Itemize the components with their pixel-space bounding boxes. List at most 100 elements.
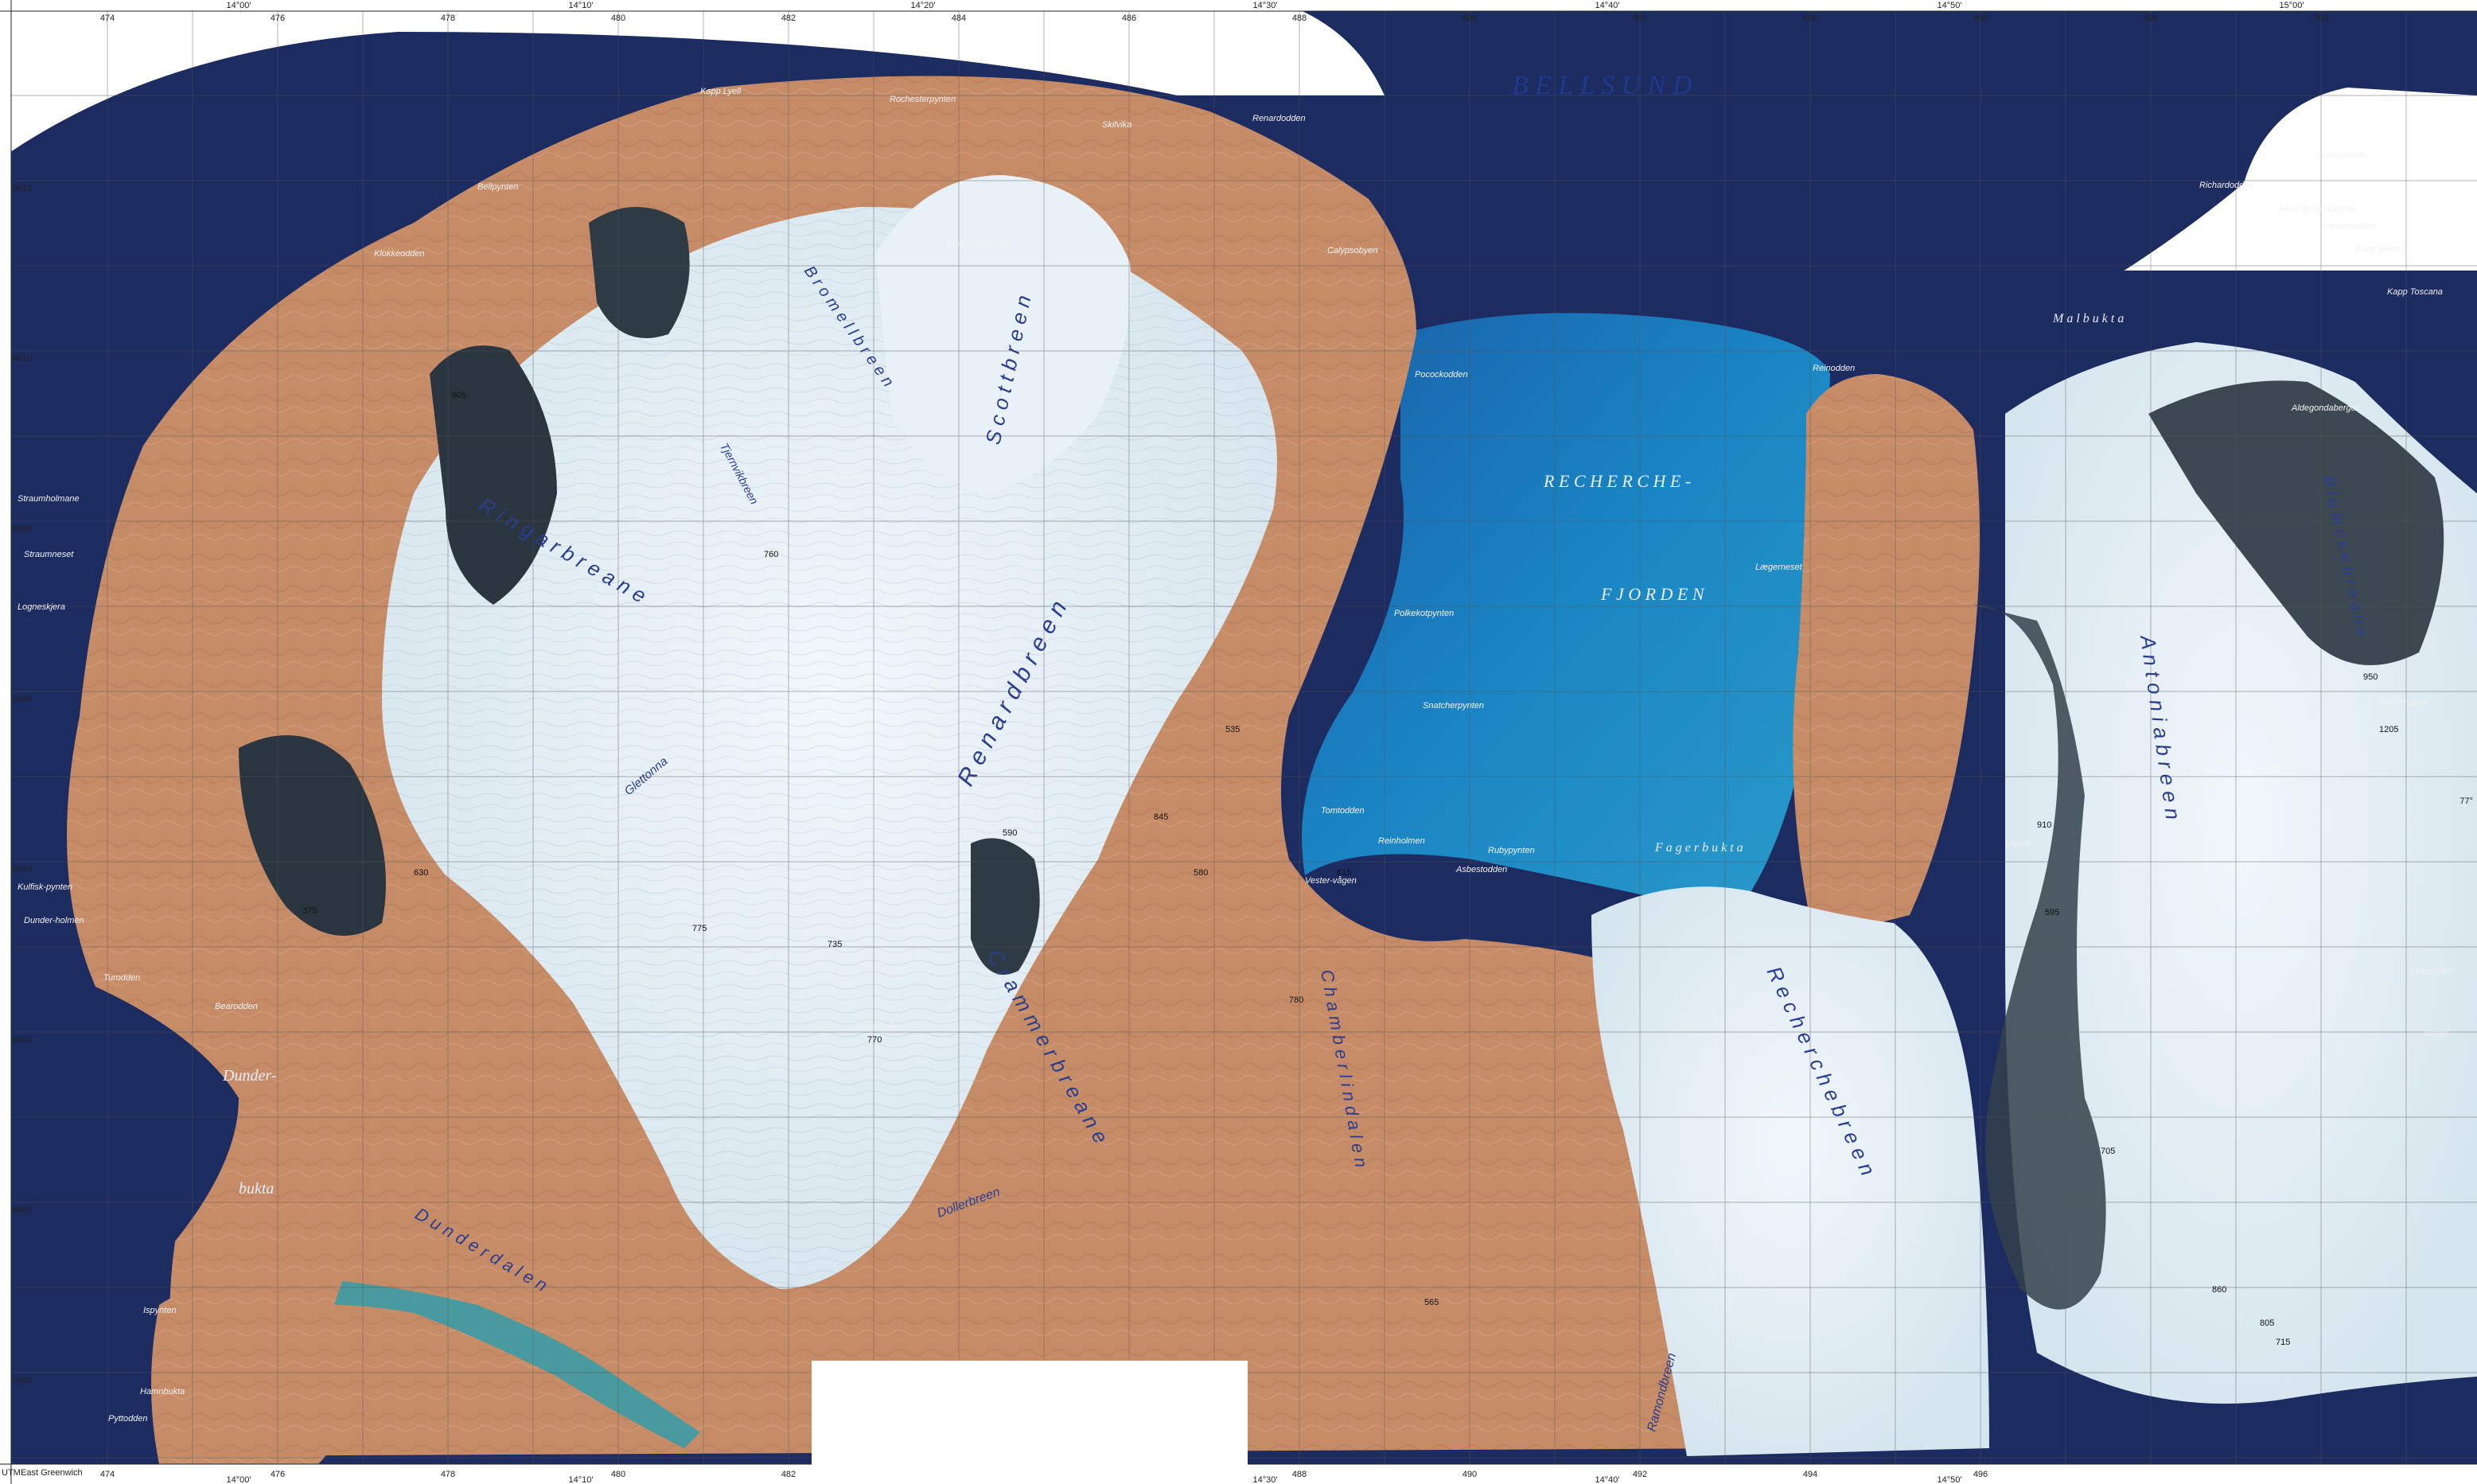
left-frame (0, 0, 11, 1484)
place-label-hamnbukta: Hamnbukta (140, 1387, 185, 1396)
place-label-reinholmen: Reinholmen (1378, 836, 1425, 846)
grid-northing-left: 8612 (13, 184, 32, 193)
grid-easting-bottom: 496 (1973, 1470, 1988, 1479)
utm-grid (11, 11, 2477, 1464)
spot-height-label: 775 (692, 924, 707, 933)
grid-longitude-top: 14°40' (1595, 1, 1620, 10)
grid-easting-bottom: 478 (441, 1470, 455, 1479)
spot-height-label: 535 (1225, 725, 1240, 734)
place-label-wijkanderberget: Wijkanderberget (947, 241, 1011, 251)
label-fjorden: F J O R D E N (1600, 584, 1705, 604)
west-rock-1 (430, 345, 557, 605)
place-label-fleur-de-lys: Fleur de Lyskamma (2279, 204, 2355, 214)
grid-northing-left: 8604 (13, 865, 32, 874)
place-label-calypsobyen: Calypsobyen (1327, 246, 1378, 255)
spot-height-label: 780 (1289, 995, 1303, 1005)
grid-longitude-top: 14°30' (1253, 1, 1278, 10)
place-label-bergel: Bergel (2424, 1029, 2449, 1038)
place-label-midterhuken: Midterhuken (2379, 698, 2428, 707)
place-label-logneskjera: Logneskjera (18, 602, 65, 612)
grid-easting-top: 484 (952, 14, 966, 23)
place-label-bellpynten: Bellpynten (477, 182, 518, 192)
grid-northing-left: 8600 (13, 1206, 32, 1215)
grid-longitude-top: 14°00' (227, 1, 251, 10)
grid-easting-top: 490 (1462, 14, 1477, 23)
spot-height-label: 950 (2363, 672, 2378, 682)
place-label-kapp-toscana: Kapp Toscana (2387, 287, 2443, 297)
grid-northing-left: 8610 (13, 354, 32, 364)
grid-easting-bottom: 480 (611, 1470, 625, 1479)
spot-height-label: 1205 (2379, 725, 2398, 734)
place-label-laegerneset: Lægerneset (1755, 563, 1803, 572)
label-dunder-2: bukta (239, 1180, 274, 1198)
place-label-kapp-madrid: Kapp Madrid (2355, 244, 2405, 254)
grid-easting-top: 474 (100, 14, 115, 23)
grid-northing-left: 8602 (13, 1035, 32, 1045)
blank-inset-area (812, 1361, 1248, 1484)
grid-easting-top: 482 (781, 14, 796, 23)
dunderdalen-river (334, 1281, 700, 1448)
label-recherche: R E C H E R C H E - (1543, 471, 1691, 491)
place-label-tumodden: Turodden (103, 973, 140, 983)
place-label-heptadden: Heptodden (2411, 967, 2454, 976)
grid-easting-top: 492 (1633, 14, 1647, 23)
label-bellsund: B E L L S U N D (1512, 71, 1692, 100)
grid-longitude-bottom: 14°10' (569, 1475, 594, 1484)
spot-height-label: 910 (2037, 820, 2051, 830)
grid-easting-bottom: 476 (271, 1470, 285, 1479)
place-label-dunderbukta-shore: Dunder-holmen (24, 916, 84, 925)
spot-height-label: 735 (828, 940, 842, 949)
spot-height-label: 760 (764, 550, 778, 559)
corner-greenwich-label: East Greenwich (21, 1468, 83, 1478)
place-label-pitneroodden: Pitneroodden (2323, 222, 2375, 232)
place-label-richardodden: Richardodden (2199, 181, 2254, 190)
place-label-dollerfjell: Dollerfjellet (856, 1022, 900, 1032)
place-label-snatcherpynten: Snatcherpynten (1423, 701, 1484, 711)
place-label-vestervagen: Vester-vågen (1305, 876, 1357, 886)
spot-height-label: 770 (867, 1035, 882, 1045)
east-rock-ridge-2 (1973, 605, 2106, 1310)
spot-height-label: 605 (452, 391, 466, 400)
grid-longitude-bottom: 14°40' (1595, 1475, 1620, 1484)
place-label-aldegondaberget: Aldegondaberget (2291, 403, 2359, 413)
place-label-massif: Massif (2005, 839, 2031, 849)
place-label-renardodden: Renardodden (1252, 114, 1306, 123)
grid-easting-top: 496 (1973, 14, 1988, 23)
grid-easting-top: 486 (1122, 14, 1136, 23)
spot-height-label: 845 (1154, 812, 1168, 822)
place-label-rochesterpynten: Rochesterpynten (890, 95, 956, 104)
grid-easting-bottom: 492 (1633, 1470, 1647, 1479)
grid-easting-top: 498 (2144, 14, 2158, 23)
place-label-unden: Unden (804, 927, 829, 937)
place-label-rubypynten: Rubypynten (1488, 846, 1535, 855)
scottbreen-ice (875, 175, 1131, 493)
spot-height-label: 860 (2212, 1285, 2226, 1295)
grid-northing-left: 8608 (13, 524, 32, 534)
east-peninsula (1793, 374, 1980, 939)
recherchefjorden-water (1302, 313, 1830, 915)
spot-height-label: 805 (2260, 1318, 2274, 1328)
bellsund-sea (1178, 0, 2477, 334)
place-label-kapp-lyell: Kapp Lyell (700, 87, 742, 96)
grid-northing-left: 8606 (13, 695, 32, 704)
spot-height-label: 375 (302, 906, 317, 916)
central-rock (971, 838, 1040, 975)
place-label-straumneset: Straumneset (24, 550, 74, 559)
grid-easting-top: 476 (271, 14, 285, 23)
grid-easting-top: 494 (1803, 14, 1817, 23)
grid-easting-bottom: 494 (1803, 1470, 1817, 1479)
west-rock-3 (589, 207, 690, 338)
spot-height-label: 630 (414, 868, 428, 878)
spot-height-label: 590 (1003, 828, 1017, 838)
label-malbukta: M a l b u k t a (2052, 312, 2124, 325)
place-label-polkekotpynten: Polkekotpynten (1394, 609, 1454, 618)
spot-height-label: 595 (2045, 908, 2059, 917)
grid-longitude-bottom: 14°50' (1938, 1475, 1962, 1484)
place-label-storneckeya: Storneckøya (2315, 150, 2365, 160)
grid-longitude-top: 14°50' (1938, 1, 1962, 10)
label-dunder-1: Dunder- (222, 1067, 276, 1085)
grid-easting-bottom: 488 (1292, 1470, 1307, 1479)
place-label-ispynten: Ispynten (143, 1306, 177, 1315)
